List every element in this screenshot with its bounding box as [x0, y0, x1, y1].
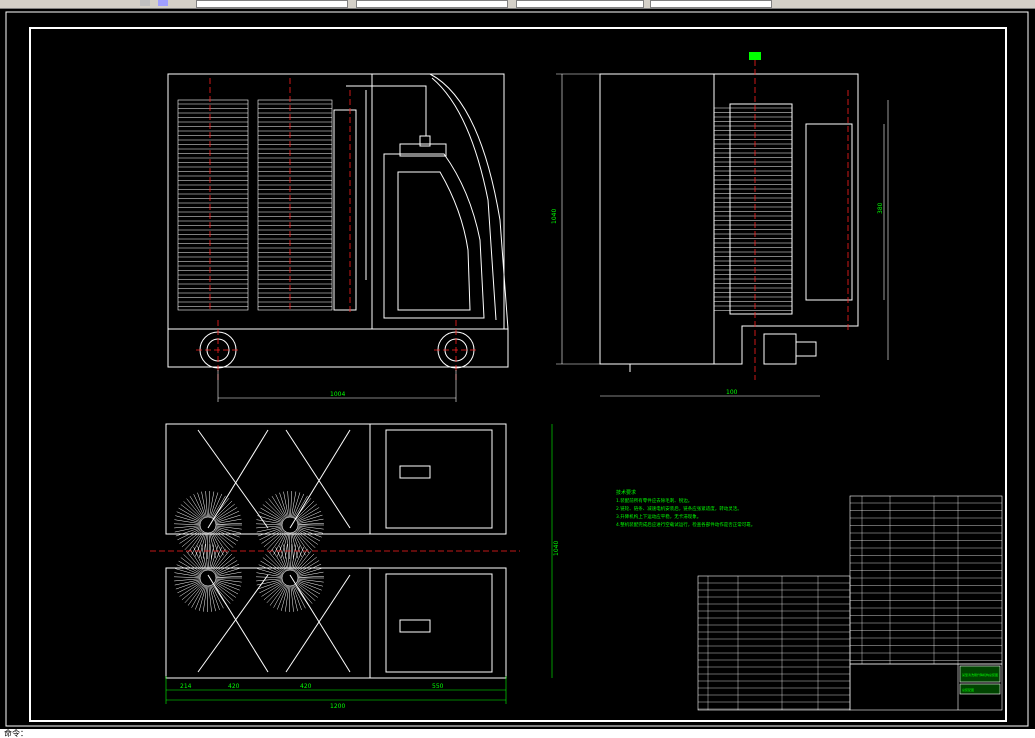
plan-dim-d: 550: [432, 683, 444, 690]
title-block-name: 某型清洗刷升降机构总装图: [962, 672, 998, 677]
plan-arms: [197, 429, 351, 673]
plan-dim-b: 420: [228, 683, 240, 690]
layer-select[interactable]: [196, 0, 348, 8]
side-dimensions: [556, 73, 889, 397]
plan-dimensions: [165, 424, 553, 704]
command-line[interactable]: 命令：: [0, 729, 1035, 738]
front-centerlines: [196, 78, 478, 380]
front-view: [167, 73, 509, 369]
side-marker: [749, 52, 761, 60]
notes-line-2: 2.链轮、链条、减速电机安装后，链条应张紧适度，转动灵活。: [616, 505, 742, 512]
notes-line-3: 3.升降机构上下运动应平稳，无卡滞现象。: [616, 513, 701, 520]
plan-view: [165, 423, 507, 679]
parts-list-lower: [697, 575, 851, 711]
plan-brushes: [174, 491, 324, 612]
side-right-dim: 380: [877, 202, 884, 214]
command-prompt: 命令：: [4, 729, 28, 738]
side-height-dim: 1040: [551, 209, 558, 224]
linetype-select[interactable]: [516, 0, 644, 8]
sheet-border-inner: [29, 27, 1007, 722]
plan-dim-c: 420: [300, 683, 312, 690]
front-dimension: [217, 370, 457, 402]
lineweight-select[interactable]: [650, 0, 772, 8]
autocad-toolbar: [0, 0, 1035, 9]
color-select[interactable]: [356, 0, 508, 8]
notes-line-1: 1.装配前所有零件应去除毛刺、锐边。: [616, 497, 692, 504]
side-centerlines: [754, 60, 849, 380]
notes-title: 技术要求: [616, 489, 636, 496]
notes-line-4: 4.整机装配完成后应进行空载试运行，检查各部件动作是否正常可靠。: [616, 521, 755, 528]
title-block-sub: 总装配图: [962, 687, 974, 692]
front-width-dim: 1004: [330, 391, 345, 398]
layer-dropdown-icon[interactable]: [158, 0, 168, 6]
sheet-border-outer: [5, 11, 1029, 727]
layer-icon[interactable]: [140, 0, 150, 6]
title-block: [849, 663, 1003, 711]
cad-drawing: 1004 1040 100 380: [5, 11, 1029, 727]
side-width-dim: 100: [726, 389, 738, 396]
drawing-canvas[interactable]: 1004 1040 100 380: [0, 9, 1035, 729]
side-view: [599, 73, 859, 372]
plan-height-dim: 1040: [553, 541, 560, 556]
plan-dim-a: 214: [180, 683, 192, 690]
plan-width-dim: 1200: [330, 703, 345, 710]
parts-list-upper: [849, 495, 1003, 665]
